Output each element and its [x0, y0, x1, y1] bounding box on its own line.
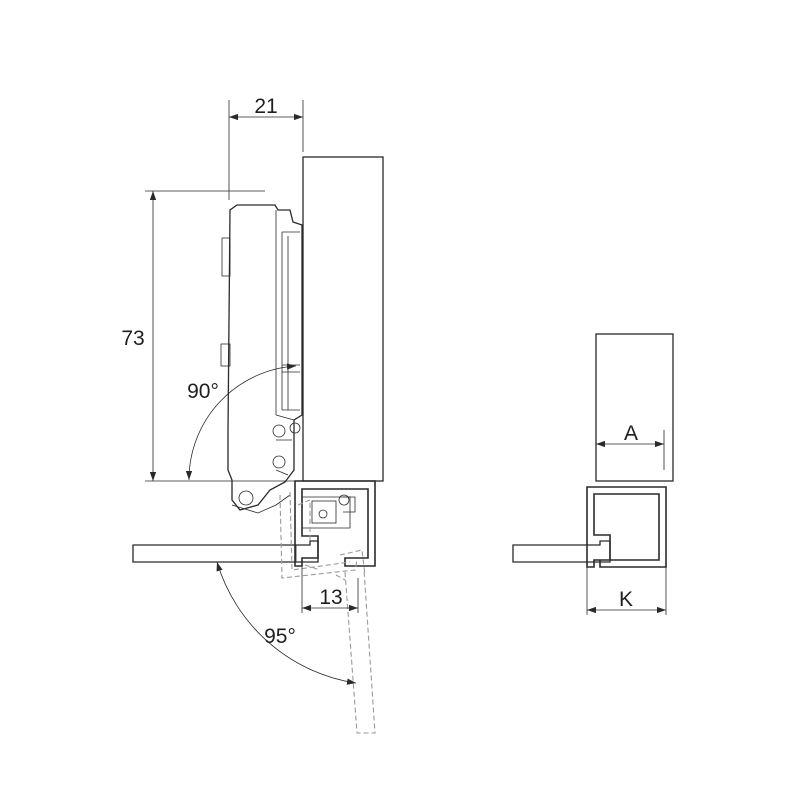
dimension-label-13: 13 [319, 586, 342, 609]
angle-label-90: 90° [187, 380, 219, 403]
dimension-offset-bottom [301, 562, 359, 613]
frame-profile-left [294, 480, 376, 567]
hinge-arm [220, 204, 303, 514]
dimension-height-left [145, 190, 300, 482]
screw-hole-icon [238, 490, 254, 506]
door-panel [302, 156, 384, 482]
door-panel-right [595, 333, 674, 482]
angle-arc-95 [216, 561, 357, 685]
frame-profile-right [586, 486, 667, 568]
dimension-gap-k [586, 567, 667, 615]
screw-hole-icon [272, 455, 286, 469]
side-panel-right [512, 540, 611, 563]
dimension-label-a: A [624, 422, 638, 445]
angle-arc-90 [185, 363, 297, 481]
right-view: A K [512, 333, 674, 615]
dimension-label-73: 73 [121, 327, 144, 350]
angle-label-95: 95° [264, 625, 296, 648]
side-panel-left [132, 540, 319, 563]
dimension-width-top [228, 100, 304, 200]
screw-hole-icon [272, 424, 286, 438]
dimension-gap-a [596, 430, 665, 470]
screw-hole-icon [338, 494, 350, 506]
dimension-label-k: K [619, 588, 633, 611]
left-view: 21 73 90° 95° 13 [121, 95, 384, 734]
screw-hole-icon [289, 422, 301, 434]
screw-hole-icon [318, 509, 328, 519]
dimension-label-21: 21 [254, 95, 277, 118]
